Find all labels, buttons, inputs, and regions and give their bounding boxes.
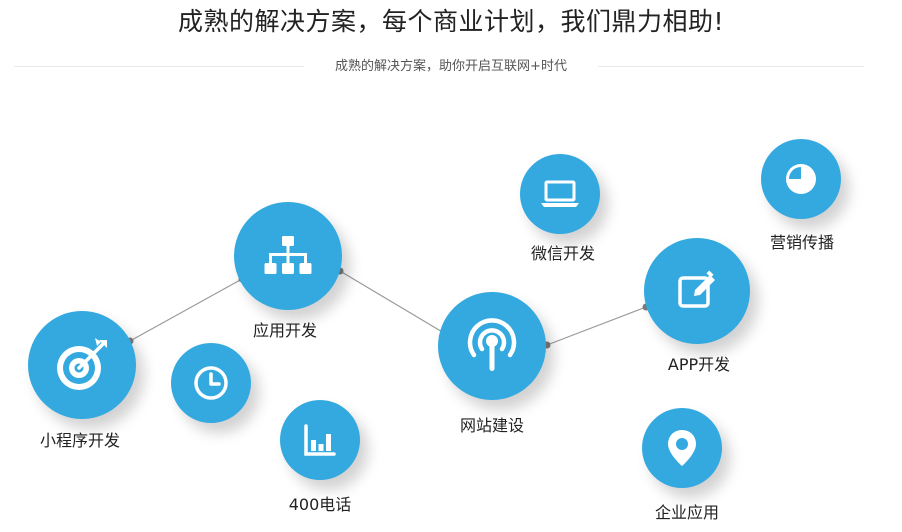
pie-chart-icon <box>786 164 816 194</box>
divider-left <box>14 66 304 67</box>
marketing-node[interactable] <box>761 139 841 219</box>
enterprise-app-label: 企业应用 <box>654 503 719 522</box>
mini-program-label: 小程序开发 <box>39 431 120 450</box>
laptop-icon <box>541 180 579 207</box>
broadcast-icon <box>467 318 517 371</box>
mini-program-node[interactable] <box>28 311 136 419</box>
phone-400-node[interactable] <box>280 400 360 480</box>
app-development-node[interactable] <box>234 202 342 310</box>
clock-node[interactable] <box>171 343 251 423</box>
map-pin-icon <box>668 430 696 466</box>
wechat-development-label: 微信开发 <box>530 244 595 263</box>
page-subtitle: 成熟的解决方案，助你开启互联网+时代 <box>335 59 567 74</box>
enterprise-app-node[interactable] <box>642 408 722 488</box>
app-node[interactable] <box>644 238 750 344</box>
sitemap-icon <box>264 236 312 274</box>
website-label: 网站建设 <box>459 416 524 435</box>
target-icon <box>57 338 107 390</box>
phone-400-label: 400电话 <box>288 495 352 514</box>
app-development-label: 应用开发 <box>252 321 317 340</box>
wechat-development-node[interactable] <box>520 154 600 234</box>
website-node[interactable] <box>438 292 546 400</box>
app-label: APP开发 <box>667 355 731 374</box>
divider-right <box>598 66 864 67</box>
bar-chart-icon <box>304 424 336 456</box>
page-title: 成熟的解决方案，每个商业计划，我们鼎力相助! <box>177 7 725 36</box>
edit-icon <box>678 270 715 308</box>
marketing-label: 营销传播 <box>769 233 834 252</box>
clock-icon <box>194 366 228 400</box>
